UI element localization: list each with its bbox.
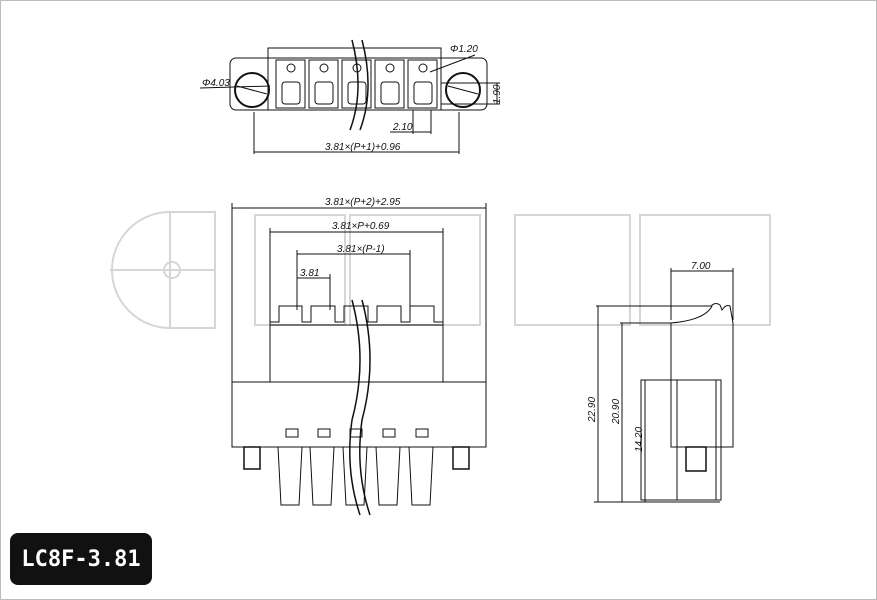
dim-screw-diameter: Φ4.03 — [202, 78, 230, 89]
front-view — [231, 203, 487, 516]
dim-top-width: 3.81×(P+1)+0.96 — [325, 142, 401, 153]
top-view — [199, 39, 500, 154]
dim-overall-width: 3.81×(P+2)+2.95 — [325, 197, 401, 208]
dim-1-90: 1.90 — [492, 84, 503, 104]
watermark-logo — [110, 211, 771, 329]
side-view — [594, 268, 734, 503]
front-pins — [277, 446, 434, 506]
dim-22-90: 22.90 — [587, 397, 598, 423]
dim-body-width: 3.81×P+0.69 — [332, 221, 390, 232]
dim-pin-diameter: Φ1.20 — [450, 44, 478, 55]
front-slots — [285, 428, 429, 438]
dim-20-90: 20.90 — [611, 399, 622, 425]
dim-pitch-span: 3.81×(P-1) — [337, 244, 385, 255]
part-number-label: LC8F-3.81 — [10, 533, 152, 585]
dim-depth: 7.00 — [691, 261, 711, 272]
dim-14-20: 14.20 — [634, 427, 645, 452]
dim-2-10: 2.10 — [392, 122, 413, 133]
dim-pitch: 3.81 — [300, 268, 319, 279]
